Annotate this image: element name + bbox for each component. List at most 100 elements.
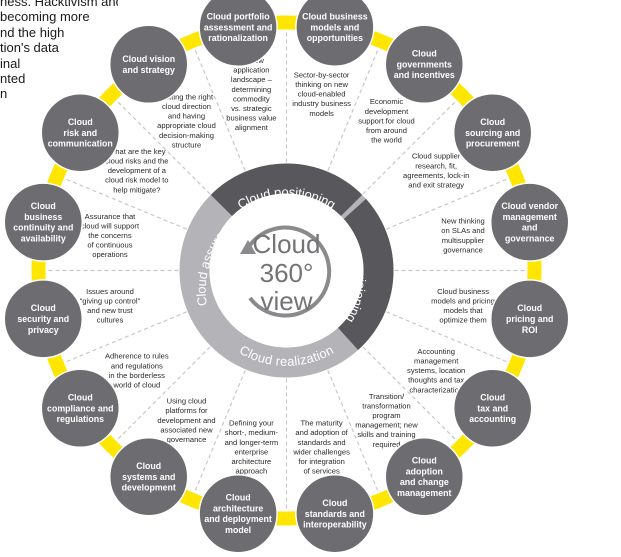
node-label-line: business [24, 212, 62, 222]
node-circle [489, 279, 570, 359]
description-line: support for cloud [358, 116, 415, 125]
description-line: cloud risk model to [105, 176, 168, 185]
node-label-line: governance [505, 233, 554, 243]
node-circle [489, 182, 570, 262]
yellow-ring-circle [31, 15, 542, 526]
description-line: the concerns [88, 231, 132, 240]
node-label-line: and incentives [394, 70, 455, 80]
node-label-line: Cloud portfolio [207, 12, 271, 22]
node-label-line: tax and [477, 403, 508, 413]
description-line: and regulations [111, 361, 163, 370]
description-line: business value [226, 114, 276, 123]
description-line: What are the key [108, 147, 166, 156]
center-disc [209, 193, 364, 348]
description-line: of services [303, 467, 339, 476]
node-descriptions: Reviewapplicationlandscape –determiningc… [80, 56, 495, 476]
node-label-line: development [122, 483, 176, 493]
node-label-line: accounting [469, 414, 516, 424]
node-circle [452, 92, 533, 173]
description-line: decision-making [159, 131, 214, 140]
center-title: Cloud 360° view [253, 229, 321, 316]
divider-lines [46, 30, 527, 511]
description-line: and new trust [87, 306, 133, 315]
node-label-line: adoption [406, 466, 443, 476]
node-label-line: privacy [28, 325, 59, 335]
divider-line [64, 311, 187, 363]
node-label-line: communication [48, 139, 113, 149]
node-label-line: Cloud business [302, 12, 368, 22]
description-line: in the borderless [109, 371, 165, 380]
description-line: cloud-enabled [298, 90, 346, 99]
description-line: program [372, 411, 400, 420]
node-label-line: standards and [305, 509, 365, 519]
node-label-line: Cloud [517, 303, 542, 313]
node-circle [198, 0, 278, 68]
description-line: help mitigate? [113, 185, 160, 194]
description-line: and longer-term [225, 438, 279, 447]
description-line: required [373, 440, 401, 449]
description-line: Using cloud [167, 397, 207, 406]
yellow-ring [31, 15, 542, 526]
description-line: approach [236, 467, 268, 476]
description-line: wider challenges [292, 447, 350, 456]
description-line: and adoption of [295, 428, 348, 437]
background-line: n [0, 86, 8, 102]
node-label-line: and change [400, 477, 449, 487]
description-line: platforms for [165, 406, 208, 415]
center-ring [179, 163, 394, 378]
description-line: standards and [298, 438, 346, 447]
description-line: agreements, lock-in [403, 171, 469, 180]
description-line: appropriate cloud [157, 121, 216, 130]
node-label-line: Cloud [226, 493, 251, 503]
node-label-line: Cloud [31, 303, 56, 313]
description-line: Cloud supplier [412, 152, 461, 161]
description-line: management [414, 357, 459, 366]
description-line: the world [371, 136, 402, 145]
background-line: ness. Hacktivism and [0, 0, 118, 9]
description-line: models and pricing [431, 296, 495, 305]
node-label-line: and [522, 223, 538, 233]
description-line: architecture [232, 457, 272, 466]
node-circle [452, 368, 533, 449]
divider-line [194, 370, 246, 493]
positioning-arc [210, 163, 363, 217]
node-label-line: Cloud [412, 456, 437, 466]
description-line: Economic [370, 97, 404, 106]
node-label-line: architecture [213, 503, 263, 513]
node-circle [384, 436, 465, 517]
node-label-line: procurement [466, 139, 520, 149]
description-line: operations [92, 250, 128, 259]
node-circle [3, 182, 84, 262]
node-label-line: assessment and [204, 22, 272, 32]
node-label-line: Cloud [412, 49, 437, 59]
node-description: Issues around"giving up control"and new … [80, 287, 141, 325]
description-line: development [365, 107, 409, 116]
node-circle [198, 473, 278, 554]
divider-line [362, 100, 457, 195]
description-line: commodity [233, 94, 270, 103]
description-line: governance [167, 435, 207, 444]
description-line: cultures [97, 316, 124, 325]
description-line: "giving up control" [80, 296, 141, 305]
description-line: New thinking [441, 217, 484, 226]
